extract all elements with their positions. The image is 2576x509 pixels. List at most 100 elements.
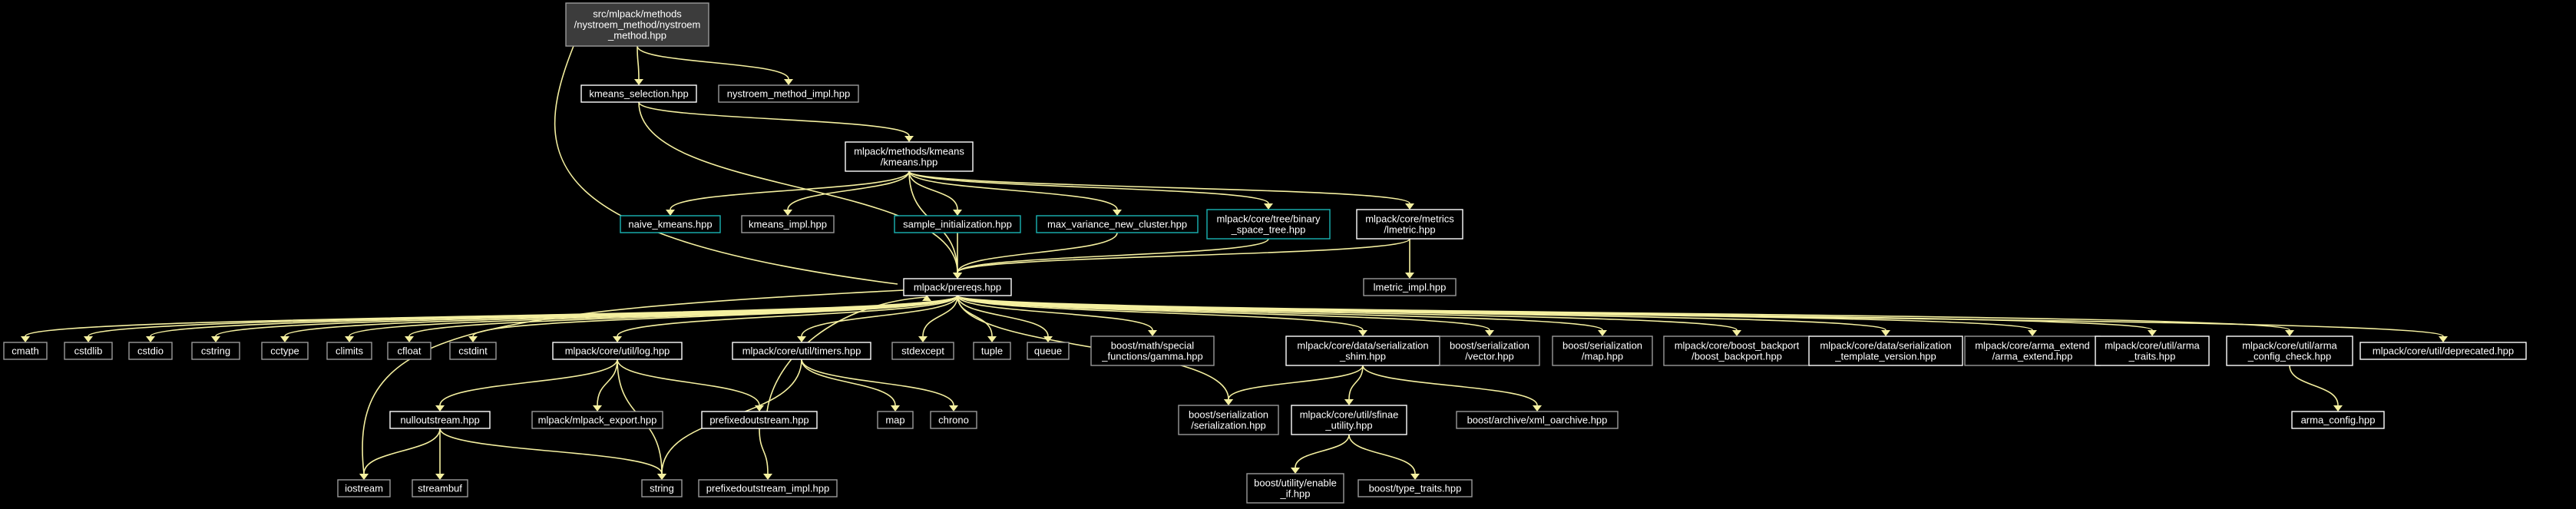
node-vector[interactable]: boost/serialization/vector.hpp xyxy=(1439,335,1540,366)
node-label-arma_traits: mlpack/core/util/arma xyxy=(2105,340,2200,352)
edge-nulloutstream-to-string xyxy=(439,428,663,474)
node-box-streambuf xyxy=(412,479,468,497)
node-nystroem_impl[interactable]: nystroem_method_impl.hpp xyxy=(718,84,859,103)
arrowhead-timers-to-map xyxy=(891,405,900,411)
node-enable_if[interactable]: boost/utility/enable_if.hpp xyxy=(1246,473,1344,504)
node-box-boost_backport xyxy=(1663,335,1810,366)
node-chrono[interactable]: chrono xyxy=(930,411,977,429)
node-max_variance[interactable]: max_variance_new_cluster.hpp xyxy=(1036,215,1199,233)
node-box-template_version xyxy=(1808,335,1963,366)
node-xml_oarchive[interactable]: boost/archive/xml_oarchive.hpp xyxy=(1456,411,1619,429)
node-arma_config[interactable]: arma_config.hpp xyxy=(2291,411,2385,429)
edge-kmeans-to-max_variance xyxy=(908,170,1118,210)
arrowhead-sfinae-to-enable_if xyxy=(1291,468,1300,474)
node-label-iostream: iostream xyxy=(345,483,383,494)
node-stdexcept[interactable]: stdexcept xyxy=(891,342,954,360)
node-queue[interactable]: queue xyxy=(1027,342,1070,360)
node-label-type_traits: boost/type_traits.hpp xyxy=(1369,483,1462,494)
edge-prereqs-to-cstdint xyxy=(472,295,958,337)
node-kmeans_impl[interactable]: kmeans_impl.hpp xyxy=(741,215,835,233)
arrowhead-kmeans-to-binary_space_tree xyxy=(1264,203,1273,210)
node-box-mlpack_export xyxy=(531,411,663,429)
node-kmeans_selection[interactable]: kmeans_selection.hpp xyxy=(580,84,697,103)
node-label-mlpack_export: mlpack/mlpack_export.hpp xyxy=(538,415,657,426)
node-iostream[interactable]: iostream xyxy=(337,479,391,497)
node-label-cctype: cctype xyxy=(270,345,299,357)
edge-prereqs-to-cmath xyxy=(25,295,958,337)
node-label-chrono: chrono xyxy=(938,415,969,426)
node-type_traits[interactable]: boost/type_traits.hpp xyxy=(1357,479,1473,497)
arrowhead-prereqs-to-stdexcept xyxy=(918,336,928,342)
node-arma_config_check[interactable]: mlpack/core/util/arma_config_check.hpp xyxy=(2226,335,2353,366)
edge-prereqs-to-log xyxy=(617,295,958,337)
node-template_version[interactable]: mlpack/core/data/serialization_template_… xyxy=(1808,335,1963,366)
node-arma_extend[interactable]: mlpack/core/arma_extend/arma_extend.hpp xyxy=(1964,335,2101,366)
node-box-lmetric xyxy=(1356,209,1463,240)
node-label-stdexcept: stdexcept xyxy=(901,345,944,357)
node-tuple[interactable]: tuple xyxy=(973,342,1011,360)
node-label-serialization: /serialization.hpp xyxy=(1191,420,1266,431)
node-box-binary_space_tree xyxy=(1206,209,1331,240)
node-streambuf[interactable]: streambuf xyxy=(412,479,468,497)
node-sample_init[interactable]: sample_initialization.hpp xyxy=(894,215,1021,233)
node-cfloat[interactable]: cfloat xyxy=(387,342,432,360)
node-arma_traits[interactable]: mlpack/core/util/arma_traits.hpp xyxy=(2095,335,2210,366)
node-log[interactable]: mlpack/core/util/log.hpp xyxy=(552,342,683,360)
node-box-arma_config xyxy=(2291,411,2385,429)
node-prereqs[interactable]: mlpack/prereqs.hpp xyxy=(903,278,1012,296)
node-label-serialization: boost/serialization xyxy=(1189,409,1268,421)
node-string[interactable]: string xyxy=(641,479,683,497)
node-boost_backport[interactable]: mlpack/core/boost_backport/boost_backpor… xyxy=(1663,335,1810,366)
node-box-arma_traits xyxy=(2095,335,2210,366)
node-naive_kmeans[interactable]: naive_kmeans.hpp xyxy=(620,215,721,233)
node-mlpack_export[interactable]: mlpack/mlpack_export.hpp xyxy=(531,411,663,429)
node-gamma[interactable]: boost/math/special_functions/gamma.hpp xyxy=(1090,335,1215,366)
arrowhead-prereqs-to-cmath xyxy=(21,336,30,342)
node-label-lmetric_impl: lmetric_impl.hpp xyxy=(1374,282,1447,293)
node-serialization[interactable]: boost/serialization/serialization.hpp xyxy=(1178,405,1279,435)
node-prefixedoutstream_impl[interactable]: prefixedoutstream_impl.hpp xyxy=(698,479,838,497)
node-label-template_version: _template_version.hpp xyxy=(1834,351,1936,362)
node-label-sfinae: mlpack/core/util/sfinae xyxy=(1300,409,1399,421)
node-binary_space_tree[interactable]: mlpack/core/tree/binary_space_tree.hpp xyxy=(1206,209,1331,240)
node-map[interactable]: map xyxy=(877,411,914,429)
node-box-cfloat xyxy=(387,342,432,360)
node-nulloutstream[interactable]: nulloutstream.hpp xyxy=(389,411,491,429)
edge-kmeans_selection-to-prereqs xyxy=(638,101,958,273)
node-climits[interactable]: climits xyxy=(326,342,372,360)
node-lmetric[interactable]: mlpack/core/metrics/lmetric.hpp xyxy=(1356,209,1463,240)
node-prefixedoutstream[interactable]: prefixedoutstream.hpp xyxy=(701,411,818,429)
node-shim[interactable]: mlpack/core/data/serialization_shim.hpp xyxy=(1285,335,1440,366)
node-label-kmeans: /kmeans.hpp xyxy=(881,157,937,168)
node-cstdio[interactable]: cstdio xyxy=(128,342,173,360)
node-label-template_version: mlpack/core/data/serialization xyxy=(1820,340,1951,352)
node-cstdlib[interactable]: cstdlib xyxy=(64,342,113,360)
node-root[interactable]: src/mlpack/methods/nystroem_method/nystr… xyxy=(565,2,709,47)
node-label-arma_extend: mlpack/core/arma_extend xyxy=(1975,340,2090,352)
arrowhead-prereqs-to-cstdlib xyxy=(84,336,93,342)
node-label-cstdlib: cstdlib xyxy=(74,345,103,357)
node-kmeans[interactable]: mlpack/methods/kmeans/kmeans.hpp xyxy=(845,141,974,172)
edge-log-to-nulloutstream xyxy=(439,359,618,406)
node-cstdint[interactable]: cstdint xyxy=(449,342,497,360)
node-sfinae[interactable]: mlpack/core/util/sfinae_utility.hpp xyxy=(1291,405,1407,435)
node-label-prereqs: mlpack/prereqs.hpp xyxy=(914,282,1001,293)
node-cmath[interactable]: cmath xyxy=(3,342,48,360)
node-timers[interactable]: mlpack/core/util/timers.hpp xyxy=(732,342,871,360)
node-cctype[interactable]: cctype xyxy=(261,342,309,360)
node-map_hpp[interactable]: boost/serialization/map.hpp xyxy=(1552,335,1653,366)
arrowhead-prereqs-to-template_version xyxy=(1881,330,1890,336)
node-label-max_variance: max_variance_new_cluster.hpp xyxy=(1047,219,1187,230)
node-label-nystroem_impl: nystroem_method_impl.hpp xyxy=(727,88,850,100)
node-box-max_variance xyxy=(1036,215,1199,233)
edge-log-to-mlpack_export xyxy=(597,359,618,406)
node-deprecated[interactable]: mlpack/core/util/deprecated.hpp xyxy=(2359,342,2527,360)
node-cstring[interactable]: cstring xyxy=(191,342,240,360)
arrowhead-timers-to-string xyxy=(657,474,666,480)
node-box-cstring xyxy=(191,342,240,360)
arrowhead-nulloutstream-to-iostream xyxy=(359,474,369,480)
arrowhead-sfinae-to-type_traits xyxy=(1410,474,1420,480)
node-lmetric_impl[interactable]: lmetric_impl.hpp xyxy=(1363,278,1457,296)
